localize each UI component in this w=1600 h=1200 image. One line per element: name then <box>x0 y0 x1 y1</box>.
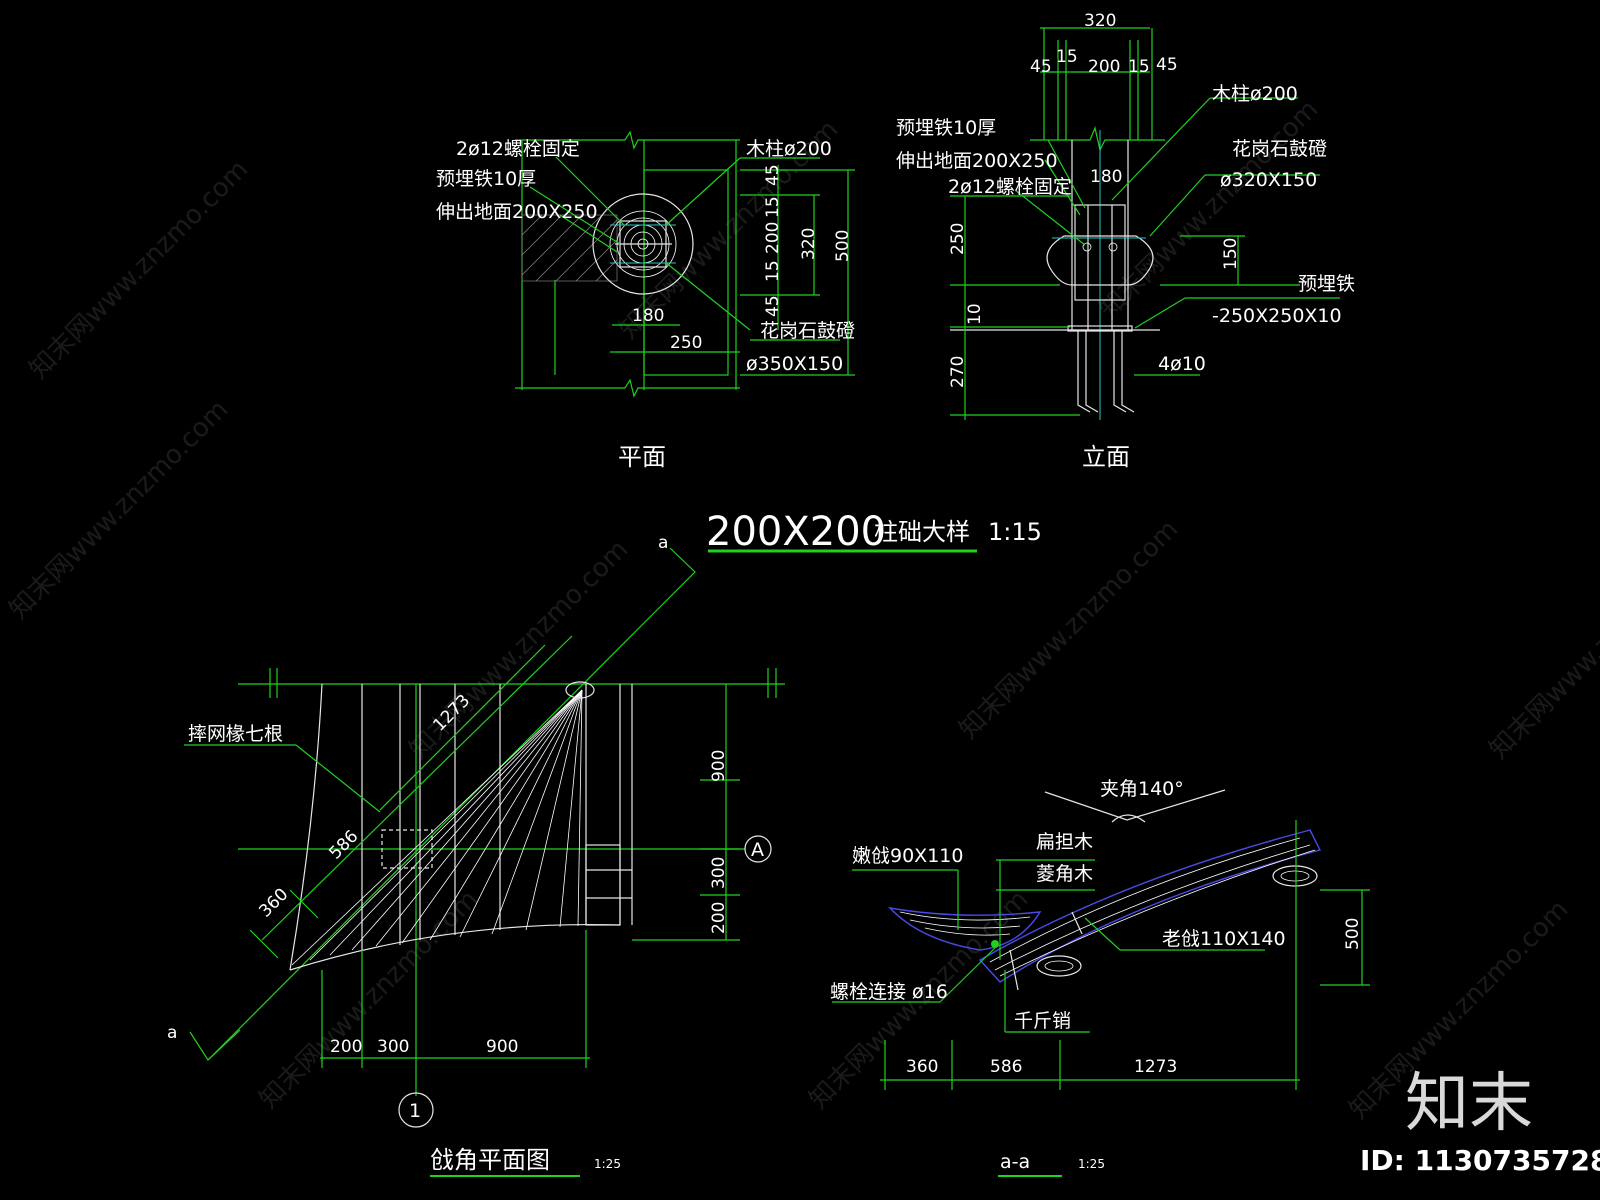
section-label-tender: 嫩戗90X110 <box>852 845 963 867</box>
plan-dim-320: 320 <box>799 228 819 260</box>
plan-label-granite: 花岗石鼓磴 <box>760 320 855 342</box>
corner-dim-900-bottom: 900 <box>486 1037 518 1057</box>
elev-caption: 立面 <box>1082 443 1130 471</box>
elev-dim-180: 180 <box>1090 167 1122 187</box>
fan-rafters <box>291 689 583 966</box>
section-mark-bottom: a <box>167 1023 177 1043</box>
grid-axis-a-label: A <box>751 839 764 861</box>
section-label-pin: 千斤销 <box>1014 1010 1071 1032</box>
elev-label-bolt: 2ø12螺栓固定 <box>948 176 1072 198</box>
brand-id: ID: 1130735728 <box>1360 1144 1600 1177</box>
plan-label-wood-column: 木柱ø200 <box>746 138 832 160</box>
elev-label-rebar: 4ø10 <box>1158 353 1206 375</box>
corner-label-rafters: 摔网椽七根 <box>188 723 283 745</box>
section-label-old: 老戗110X140 <box>1162 928 1286 950</box>
plan-dim-45-top: 45 <box>763 164 783 186</box>
section-label-angle: 夹角140° <box>1100 778 1184 800</box>
elev-label-granite: 花岗石鼓磴 <box>1232 138 1327 160</box>
elev-label-plate: -250X250X10 <box>1212 305 1342 327</box>
plan-caption: 平面 <box>618 443 666 471</box>
elev-dim-45-left: 45 <box>1030 57 1052 77</box>
plan-label-extend: 伸出地面200X250 <box>436 201 598 223</box>
watermark-text: 知末网www.znzmo.com <box>4 394 235 625</box>
plan-label-embed-iron: 预埋铁10厚 <box>436 168 536 190</box>
elevation-view: 320 45 15 200 15 45 250 10 2 <box>896 11 1355 471</box>
brand-watermark: 知末 ID: 1130735728 <box>1360 1067 1600 1177</box>
elev-dim-150: 150 <box>1221 238 1241 270</box>
brand-logo: 知末 <box>1405 1067 1533 1141</box>
section-dim-360: 360 <box>906 1057 938 1077</box>
granite-drum-circle <box>592 193 694 295</box>
corner-dim-900-right: 900 <box>709 750 729 782</box>
elev-dim-45-right: 45 <box>1156 55 1178 75</box>
plan-view: 45 15 200 15 45 320 500 180 250 2ø12螺栓固定… <box>436 130 855 471</box>
corner-dim-586: 586 <box>325 826 362 863</box>
elev-dim-270: 270 <box>948 356 968 388</box>
corner-dim-200-bottom: 200 <box>330 1037 362 1057</box>
section-caption: a-a <box>1000 1151 1030 1173</box>
detail-title-main: 200X200 <box>706 509 886 555</box>
detail-title-scale: 1:15 <box>988 518 1042 546</box>
elev-dim-320: 320 <box>1084 11 1116 31</box>
elev-dim-10: 10 <box>965 303 985 325</box>
elev-dim-15-left: 15 <box>1056 47 1078 67</box>
watermark-text: 知末网www.znzmo.com <box>254 884 485 1115</box>
section-mark-top: a <box>658 533 668 553</box>
corner-scale: 1:25 <box>594 1157 621 1171</box>
elev-label-granite-size: ø320X150 <box>1220 169 1317 191</box>
section-scale: 1:25 <box>1078 1157 1105 1171</box>
wood-column-circle <box>609 210 677 278</box>
section-label-diamond: 菱角木 <box>1036 863 1093 885</box>
section-dim-1273: 1273 <box>1134 1057 1177 1077</box>
old-rafter-beam <box>978 829 1322 983</box>
plan-dim-180: 180 <box>632 306 664 326</box>
granite-drum-elevation <box>1046 235 1154 286</box>
grid-axis-1-circle <box>398 1092 434 1128</box>
plan-dim-500: 500 <box>833 230 853 262</box>
corner-dim-300-right: 300 <box>709 857 729 889</box>
plan-dim-15-bottom: 15 <box>763 260 783 282</box>
plan-dim-250: 250 <box>670 333 702 353</box>
section-dim-586: 586 <box>990 1057 1022 1077</box>
plan-dim-45-bottom: 45 <box>763 295 783 317</box>
elev-label-embed: 预埋铁 <box>1298 273 1355 295</box>
tender-rafter-beam <box>888 906 1042 951</box>
elev-dim-15-right: 15 <box>1128 57 1150 77</box>
corner-caption: 戗角平面图 <box>430 1146 550 1174</box>
elev-label-wood-column: 木柱ø200 <box>1212 83 1298 105</box>
plan-dim-200: 200 <box>763 222 783 254</box>
grid-axis-a-circle <box>744 835 772 863</box>
plan-dim-15-top: 15 <box>763 196 783 218</box>
section-dim-500: 500 <box>1343 918 1363 950</box>
watermark-text: 知末网www.znzmo.com <box>1484 534 1600 765</box>
detail-title-chinese: 柱础大样 <box>874 518 970 546</box>
elev-label-embed-iron: 预埋铁10厚 <box>896 117 996 139</box>
corner-dim-300-bottom: 300 <box>377 1037 409 1057</box>
detail-title: 200X200 柱础大样 1:15 <box>706 509 1042 555</box>
elev-label-extend: 伸出地面200X250 <box>896 150 1058 172</box>
section-label-bolt: 螺栓连接 ø16 <box>830 981 948 1003</box>
section-label-beam: 扁担木 <box>1036 831 1093 853</box>
section-aa: 夹角140° 500 360 586 1273 <box>830 778 1370 1177</box>
plan-label-bolt: 2ø12螺栓固定 <box>456 138 580 160</box>
corner-dim-200-right: 200 <box>709 902 729 934</box>
corner-plan: a a A 1 <box>167 533 785 1177</box>
watermark-text: 知末网www.znzmo.com <box>954 514 1185 745</box>
elev-dim-250: 250 <box>948 223 968 255</box>
hatch-pattern <box>521 214 618 282</box>
elev-dim-200: 200 <box>1088 57 1120 77</box>
plan-label-granite-size: ø350X150 <box>746 353 843 375</box>
grid-axis-1-label: 1 <box>409 1100 421 1122</box>
watermark-text: 知末网www.znzmo.com <box>24 154 255 385</box>
